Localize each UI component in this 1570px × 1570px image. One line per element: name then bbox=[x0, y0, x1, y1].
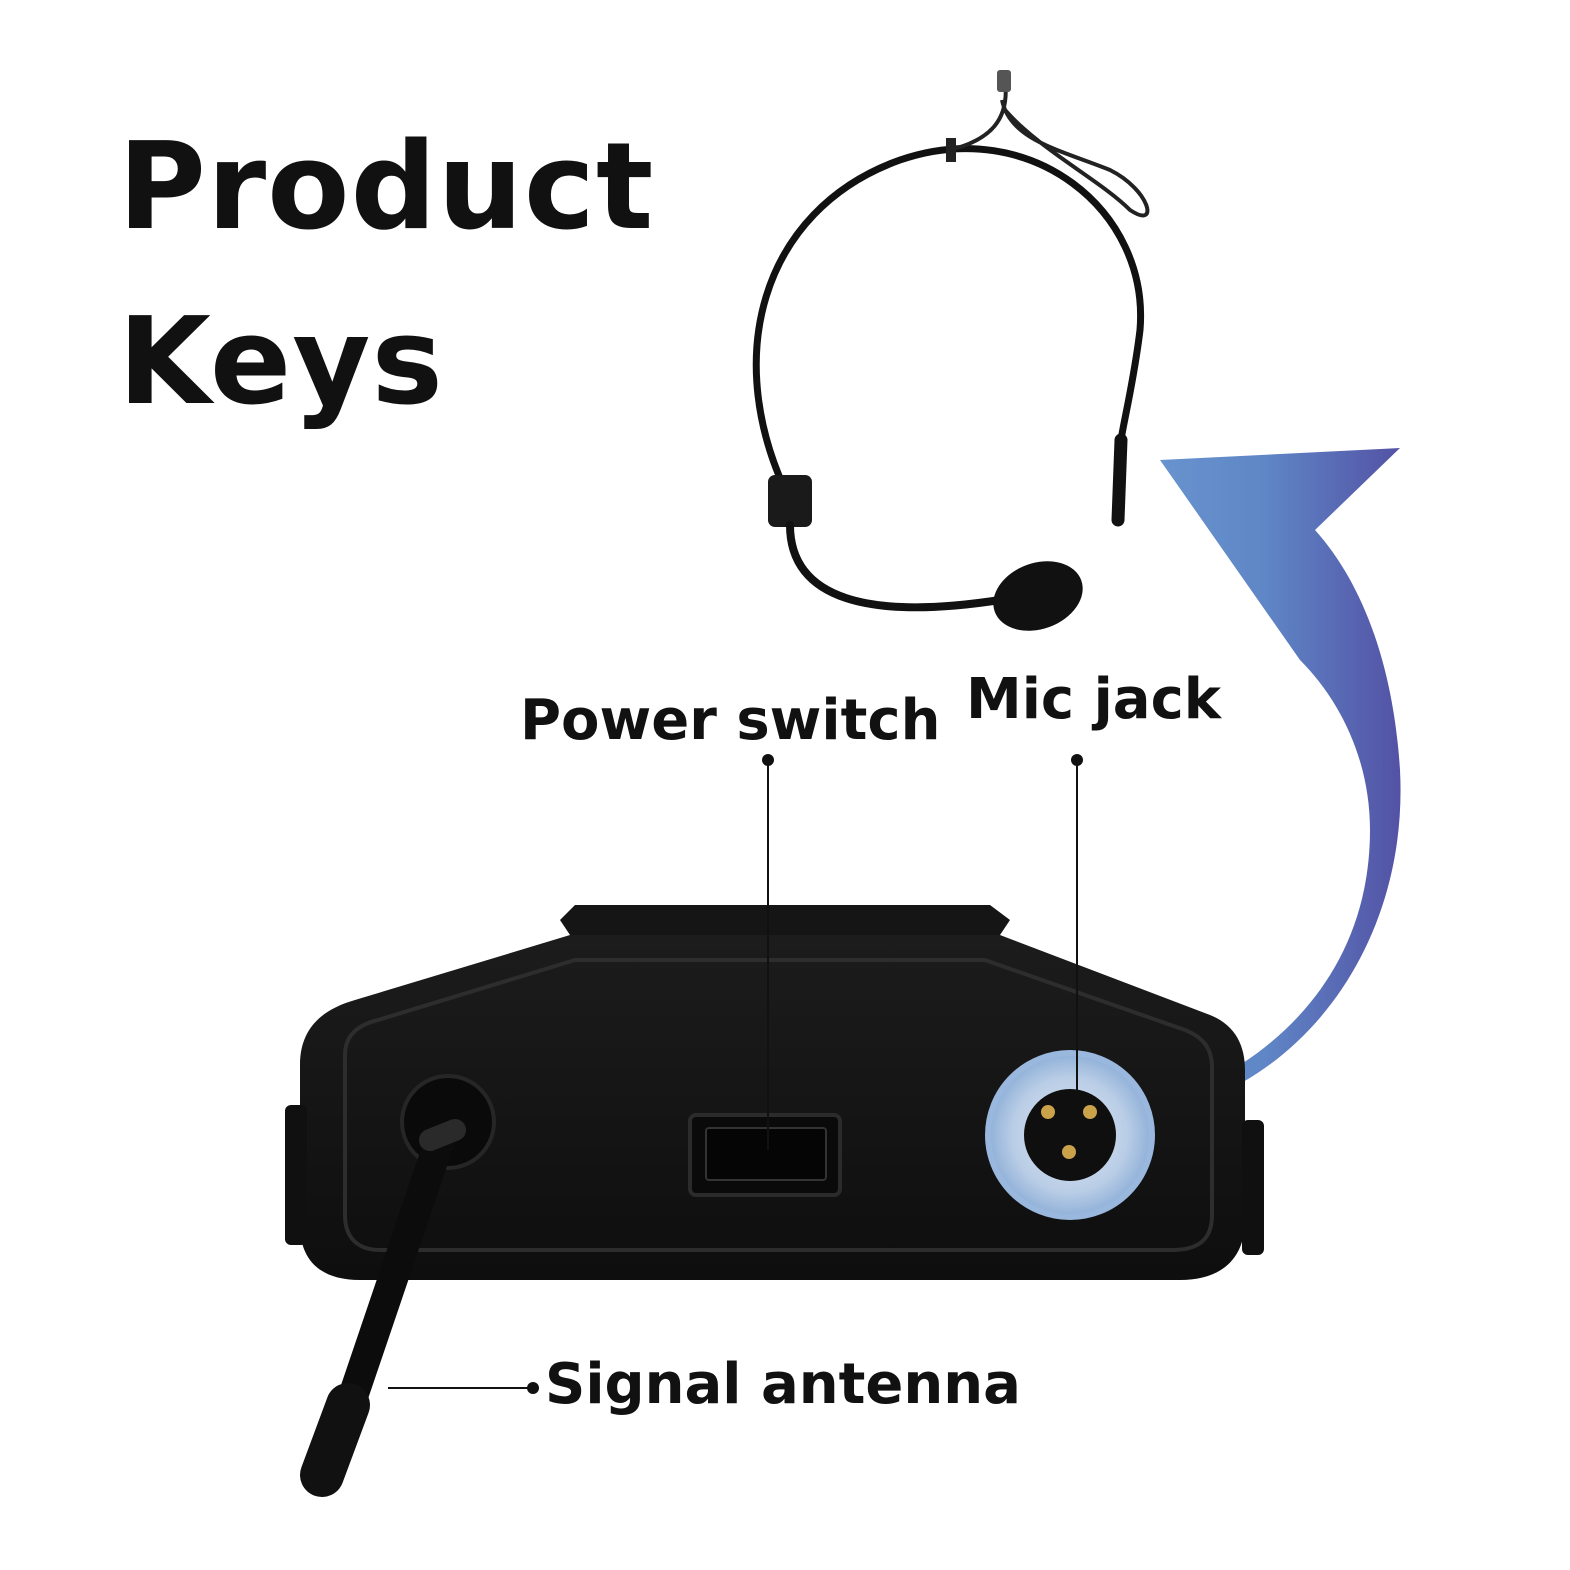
mic-jack-pin bbox=[1083, 1105, 1097, 1119]
headset-microphone bbox=[752, 70, 1150, 631]
headset-ear-tip bbox=[1111, 433, 1128, 527]
antenna-collar bbox=[419, 1119, 466, 1151]
leader-lines bbox=[388, 754, 1083, 1394]
page-title-line-1: Product bbox=[118, 118, 655, 257]
headset-cable-plug bbox=[997, 70, 1011, 92]
mic-jack-core bbox=[1024, 1089, 1116, 1181]
arrow-to-headset bbox=[1100, 448, 1401, 1120]
page-title-line-2: Keys bbox=[118, 293, 444, 432]
signal-antenna-part bbox=[300, 1119, 466, 1497]
callout-power-switch: Power switch bbox=[520, 688, 941, 753]
antenna-tip bbox=[300, 1383, 370, 1497]
transmitter-side-left bbox=[285, 1105, 307, 1245]
mic-jack-pin bbox=[1062, 1145, 1076, 1159]
transmitter-top bbox=[560, 905, 1010, 935]
transmitter-body bbox=[285, 905, 1264, 1280]
headset-windscreen bbox=[993, 561, 1083, 631]
transmitter-face-edge bbox=[343, 958, 1214, 1252]
headset-band-clip bbox=[946, 138, 956, 162]
antenna-rod bbox=[330, 1125, 455, 1435]
headset-boom bbox=[786, 521, 1004, 612]
callout-signal-antenna: Signal antenna bbox=[545, 1352, 1021, 1417]
transmitter-side-right bbox=[1242, 1120, 1264, 1255]
power-switch-slider bbox=[705, 1127, 827, 1181]
headset-boom-clip bbox=[768, 475, 812, 527]
callout-mic-jack: Mic jack bbox=[966, 667, 1222, 732]
headset-headband bbox=[752, 145, 1145, 504]
mic-jack-pin bbox=[1041, 1105, 1055, 1119]
